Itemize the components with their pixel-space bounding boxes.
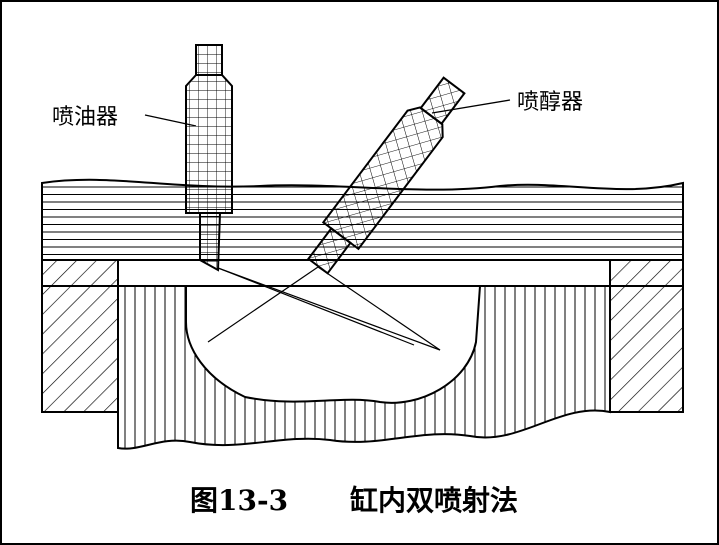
alcohol-spray: [207, 266, 441, 351]
cylinder-wall-right: [609, 259, 684, 413]
alcohol-injector-label: 喷醇器: [517, 90, 583, 115]
piston-bowl: [185, 285, 482, 404]
head-gasket: [41, 259, 684, 287]
fuel-injector-nozzle: [199, 212, 222, 272]
fuel-injector-label: 喷油器: [52, 105, 118, 130]
alcohol-injector-leader: [431, 99, 511, 114]
figure-number: 图13-3: [190, 484, 288, 517]
fuel-injector-cap: [195, 44, 223, 76]
fuel-spray: [217, 267, 441, 351]
figure-title: 缸内双喷射法: [350, 484, 518, 517]
cylinder-wall-left: [41, 259, 119, 413]
fuel-injector: [185, 44, 233, 272]
fuel-injector-body: [185, 74, 233, 214]
alcohol-injector: [307, 76, 466, 275]
alcohol-injector-cap: [419, 76, 466, 126]
fuel-injector-leader: [144, 114, 197, 127]
